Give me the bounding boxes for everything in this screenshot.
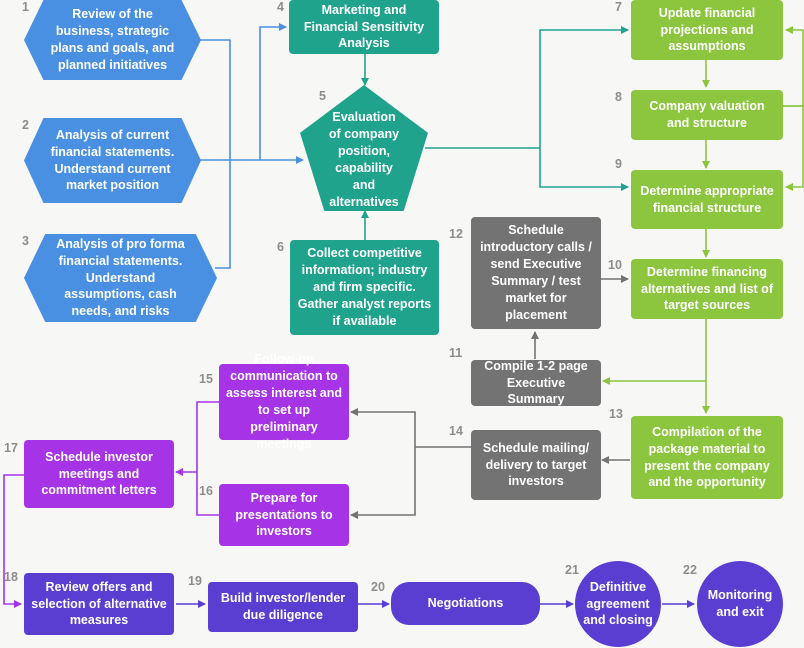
step-14-schedule-mailing: Schedule mailing/ delivery to target inv…: [471, 430, 601, 500]
step-7-number: 7: [615, 0, 622, 14]
step-4-number: 4: [277, 0, 284, 14]
step-10-number: 10: [608, 258, 622, 272]
step-9-financial-structure: Determine appropriate financial structur…: [631, 170, 783, 229]
step-3-pro-forma-statements: Analysis of pro forma financial statemen…: [24, 234, 217, 322]
step-15-follow-up-communication: Follow-up communication to assess intere…: [219, 352, 349, 451]
step-2-number: 2: [22, 118, 29, 132]
step-13-number: 13: [609, 407, 623, 421]
step-6-number: 6: [277, 240, 284, 254]
step-19-due-diligence: Build investor/lender due diligence: [208, 582, 358, 632]
connector-8-loop-to-9: [783, 105, 804, 191]
step-18-review-offers: Review offers and selection of alternati…: [24, 573, 174, 635]
step-21-definitive-agreement: Definitive agreement and closing: [575, 561, 661, 647]
step-15-number: 15: [199, 372, 213, 386]
step-6-collect-information: Collect competitive information; industr…: [290, 240, 439, 335]
step-19-number: 19: [188, 574, 202, 588]
step-8-company-valuation: Company valuation and structure: [631, 90, 783, 140]
step-12-introductory-calls: Schedule introductory calls / send Execu…: [471, 217, 601, 329]
connector-3-to-merge: [215, 160, 231, 269]
step-21-number: 21: [565, 563, 579, 577]
step-22-monitoring-exit: Monitoring and exit: [697, 561, 783, 647]
step-10-financing-alternatives: Determine financing alternatives and lis…: [631, 259, 783, 319]
step-7-update-projections: Update financial projections and assumpt…: [631, 0, 783, 60]
connector-1-to-merge: [200, 39, 231, 160]
step-12-number: 12: [449, 227, 463, 241]
connector-16-to-join: [196, 472, 219, 516]
connector-merge-to-4: [259, 23, 287, 160]
step-3-number: 3: [22, 234, 29, 248]
connector-branch-to-7: [539, 26, 629, 148]
step-16-prepare-presentations: Prepare for presentations to investors: [219, 484, 349, 546]
connector-branch-to-9: [539, 148, 629, 191]
connector-15-to-join: [196, 401, 219, 472]
step-11-executive-summary: Compile 1-2 page Executive Summary: [471, 359, 601, 406]
connector-17-to-18: [3, 474, 24, 608]
step-13-package-material: Compilation of the package material to p…: [631, 416, 783, 499]
step-1-number: 1: [22, 0, 29, 14]
connector-8-loop-to-7: [783, 26, 804, 107]
step-17-investor-meetings: Schedule investor meetings and commitmen…: [24, 440, 174, 508]
step-4-sensitivity-analysis: Marketing and Financial Sensitivity Anal…: [289, 0, 439, 54]
step-20-number: 20: [371, 580, 385, 594]
connector-branch-to-16: [350, 447, 416, 519]
step-17-number: 17: [4, 441, 18, 455]
step-18-number: 18: [4, 570, 18, 584]
step-14-number: 14: [449, 424, 463, 438]
connector-branch-to-15: [350, 408, 416, 447]
step-9-number: 9: [615, 157, 622, 171]
step-11-number: 11: [449, 346, 463, 360]
step-16-number: 16: [199, 484, 213, 498]
step-20-negotiations: Negotiations: [391, 582, 540, 625]
step-22-number: 22: [683, 563, 697, 577]
step-1-review-business: Review of the business, strategic plans …: [24, 0, 201, 80]
step-2-current-statements: Analysis of current financial statements…: [24, 118, 201, 203]
step-8-number: 8: [615, 90, 622, 104]
step-5-number: 5: [319, 89, 326, 103]
